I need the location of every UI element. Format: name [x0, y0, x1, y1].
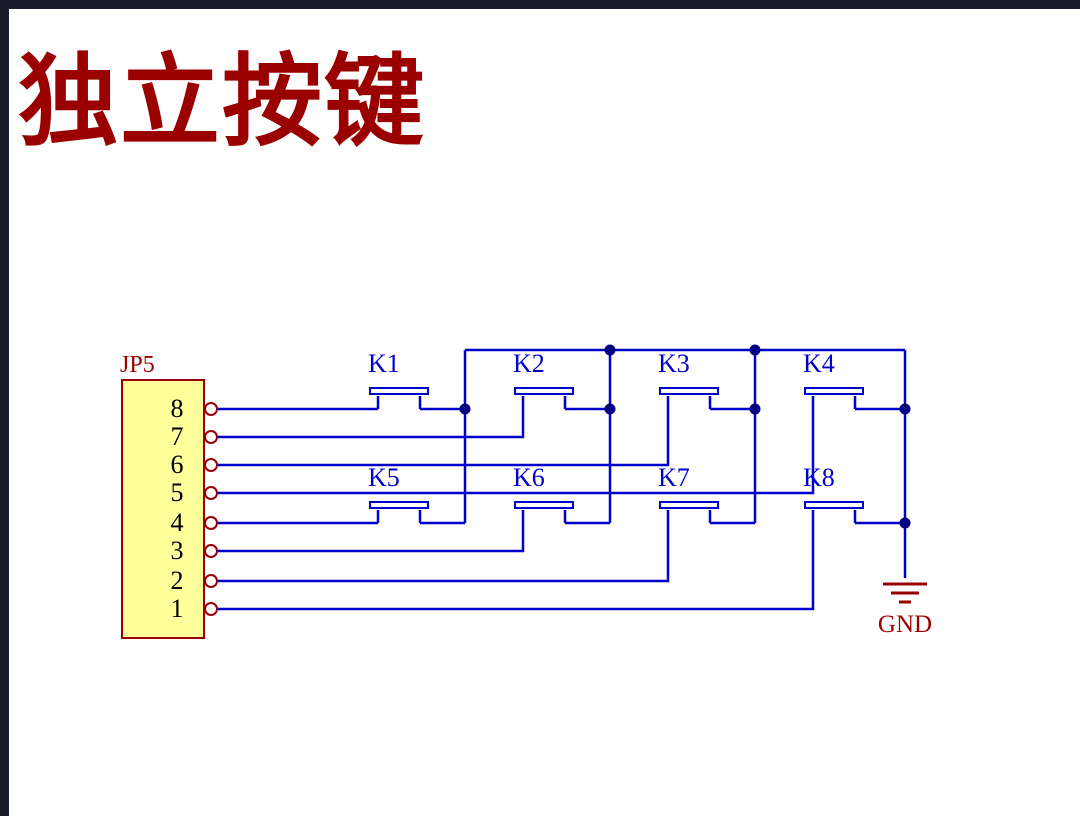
button-k7: K7 [658, 463, 719, 523]
junction-dot [749, 403, 761, 415]
button-cap [369, 387, 429, 395]
button-k5: K5 [368, 463, 429, 523]
button-label: K2 [513, 349, 545, 378]
pin-number-6: 6 [171, 450, 184, 479]
pin-terminal [204, 402, 218, 416]
junction-dot [604, 344, 616, 356]
junction-dots [459, 344, 911, 529]
page-title: 独立按键 [18, 46, 426, 158]
pin-number-2: 2 [171, 566, 184, 595]
page-frame-top [0, 0, 1080, 9]
wire-segments [218, 348, 907, 611]
button-k4: K4 [803, 349, 864, 409]
button-label: K5 [368, 463, 400, 492]
button-cap [514, 387, 574, 395]
junction-dot [899, 517, 911, 529]
button-label: K6 [513, 463, 545, 492]
connector-pin-terminals [204, 402, 218, 616]
connector-jp5: JP5 8 7 6 5 4 3 2 1 [120, 352, 218, 639]
pin-number-1: 1 [171, 594, 184, 623]
button-label: K8 [803, 463, 835, 492]
junction-dot [459, 403, 471, 415]
pin-number-7: 7 [171, 422, 184, 451]
button-cap [369, 501, 429, 509]
button-cap [514, 501, 574, 509]
pin-terminal [204, 458, 218, 472]
button-cap [804, 501, 864, 509]
pin-terminal [204, 486, 218, 500]
button-label: K7 [658, 463, 690, 492]
junction-dot [749, 344, 761, 356]
connector-label: JP5 [120, 352, 155, 378]
button-cap [804, 387, 864, 395]
junction-dot [604, 403, 616, 415]
connector-body [121, 379, 205, 639]
page-frame-left [0, 0, 9, 816]
button-contacts [521, 510, 567, 523]
ground-symbol: GND [878, 582, 932, 638]
button-label: K4 [803, 349, 835, 378]
button-k8: K8 [803, 463, 864, 523]
button-k6: K6 [513, 463, 574, 523]
button-contacts [521, 396, 567, 409]
ground-icon [883, 582, 927, 604]
pin-terminal [204, 544, 218, 558]
button-label: K1 [368, 349, 400, 378]
button-contacts [811, 396, 857, 409]
pin-terminal [204, 430, 218, 444]
pin-terminal [204, 516, 218, 530]
pin-number-5: 5 [171, 478, 184, 507]
button-cap [659, 501, 719, 509]
button-contacts [376, 396, 422, 409]
pin-number-4: 4 [171, 508, 184, 537]
button-k2: K2 [513, 349, 574, 409]
button-contacts [666, 396, 712, 409]
ground-label: GND [878, 611, 932, 638]
junction-dot [899, 403, 911, 415]
button-contacts [376, 510, 422, 523]
button-k3: K3 [658, 349, 719, 409]
pin-terminal [204, 574, 218, 588]
pin-terminal [204, 602, 218, 616]
pin-number-8: 8 [171, 394, 184, 423]
button-contacts [666, 510, 712, 523]
button-label: K3 [658, 349, 690, 378]
button-k1: K1 [368, 349, 429, 409]
pin-number-3: 3 [171, 536, 184, 565]
button-cap [659, 387, 719, 395]
button-contacts [811, 510, 857, 523]
